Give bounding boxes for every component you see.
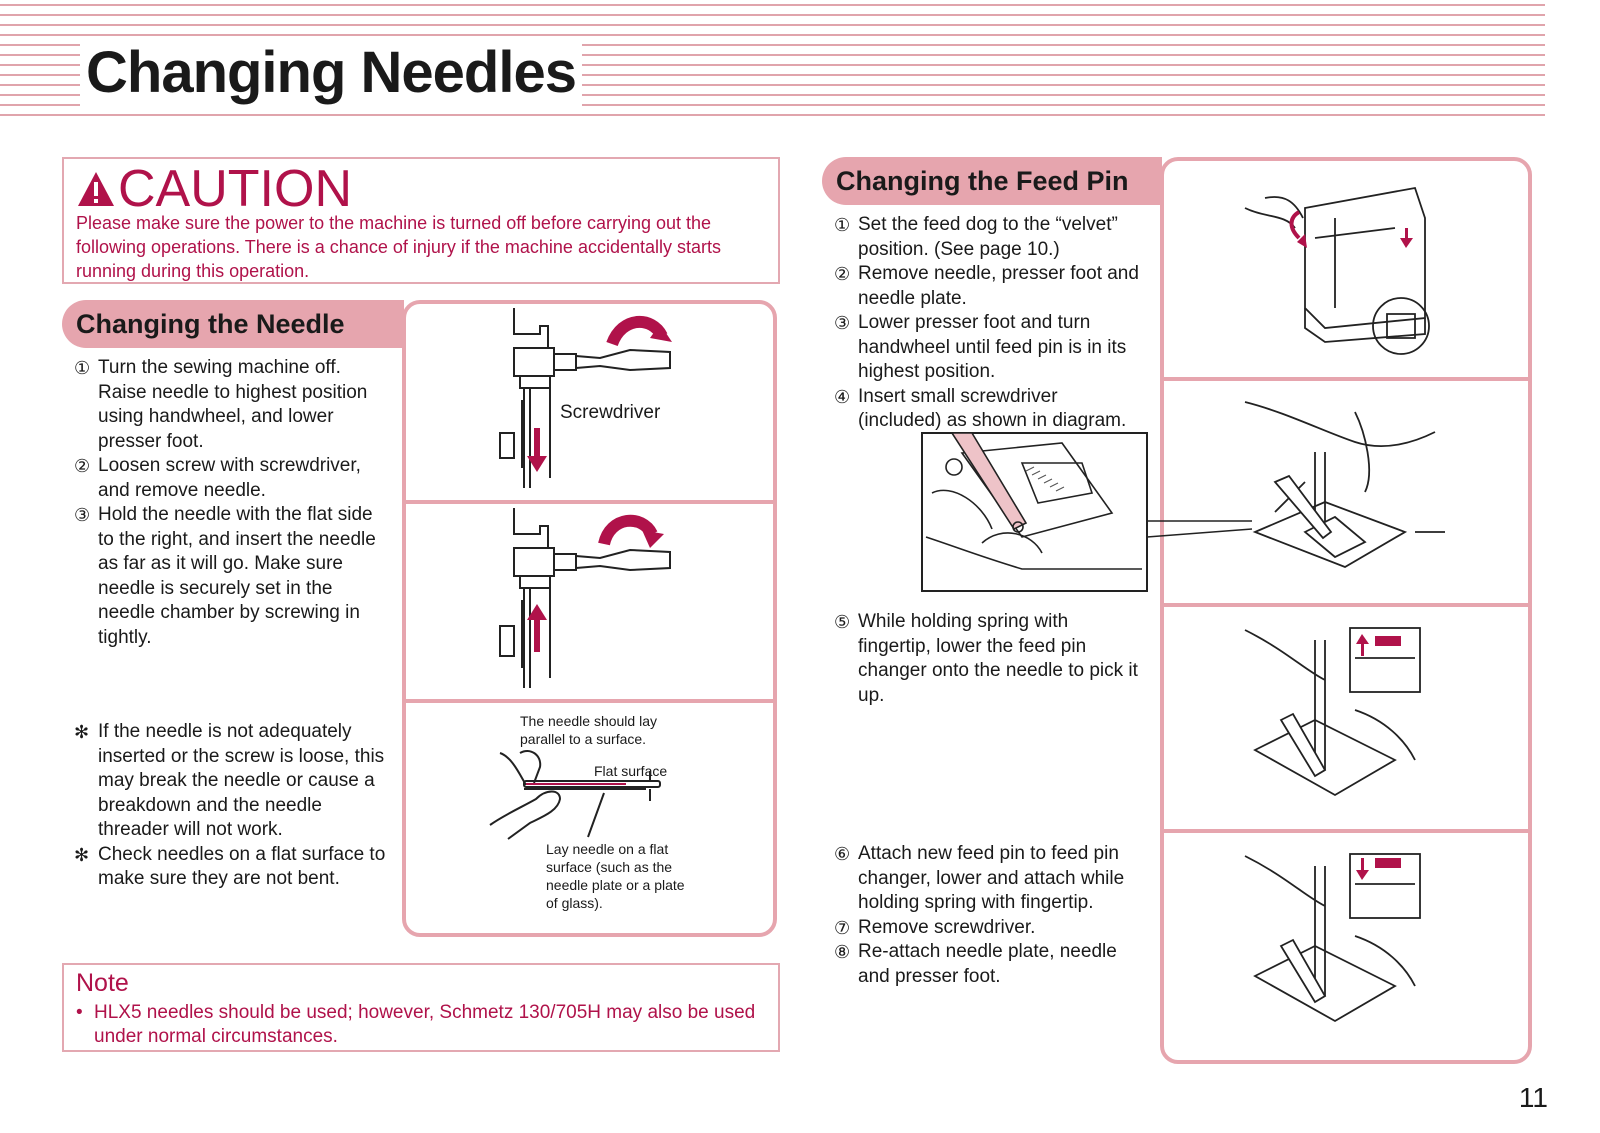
caution-heading: CAUTION xyxy=(76,159,352,219)
panel-divider xyxy=(404,500,777,504)
panel-divider xyxy=(1162,829,1530,833)
page-number: 11 xyxy=(1518,1082,1548,1113)
screwdriver-detail-illustration xyxy=(921,432,1253,592)
caution-text: Please make sure the power to the machin… xyxy=(76,213,722,281)
panel-divider xyxy=(1162,603,1530,607)
note-heading: Note xyxy=(76,969,129,997)
flat-surface-illustration xyxy=(489,749,661,840)
panel-divider xyxy=(404,699,777,703)
lay-needle-label: Lay needle on a flat surface (such as th… xyxy=(546,841,685,911)
attach-feed-pin-illustration xyxy=(1244,853,1421,1023)
needle-insert-illustration xyxy=(499,508,671,688)
section-heading-changing-feed-pin: Changing the Feed Pin xyxy=(822,157,1162,205)
note-text: • HLX5 needles should be used; however, … xyxy=(76,1002,756,1047)
screwdriver-insert-illustration xyxy=(1244,401,1445,568)
warning-note-1: ✻If the needle is not adequately inserte… xyxy=(74,721,385,840)
warning-icon xyxy=(78,172,114,206)
page-title: Changing Needles xyxy=(80,38,582,108)
note-box: Note • HLX5 needles should be used; howe… xyxy=(62,963,780,1052)
note-bullet: • xyxy=(76,1002,83,1023)
feed-pin-illustration-panel xyxy=(1160,157,1532,1064)
panel-divider xyxy=(1162,377,1530,381)
needle-remove-illustration xyxy=(499,308,672,488)
pick-up-feed-pin-illustration xyxy=(1244,627,1421,797)
machine-illustration xyxy=(1244,186,1430,355)
caution-box: CAUTION Please make sure the power to th… xyxy=(62,157,780,284)
flat-surface-label: Flat surface xyxy=(594,763,668,779)
warning-note-2: ✻Check needles on a flat surface to make… xyxy=(74,843,386,890)
section-heading-changing-needle: Changing the Needle xyxy=(62,300,404,348)
screwdriver-label: Screwdriver xyxy=(560,402,661,423)
parallel-label: The needle should lay parallel to a surf… xyxy=(520,713,657,747)
needle-warnings: ✻If the needle is not adequately inserte… xyxy=(74,720,392,892)
